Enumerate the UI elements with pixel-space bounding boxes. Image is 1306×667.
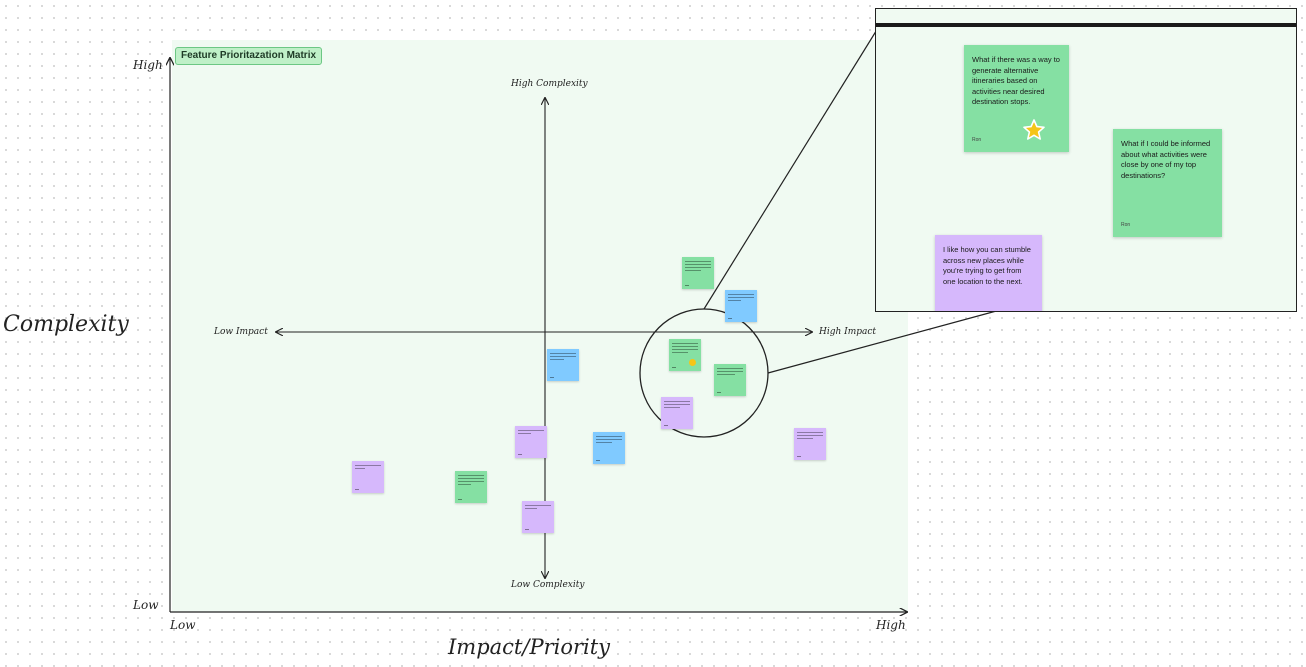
sticky-note[interactable]	[682, 257, 714, 289]
sticky-note[interactable]	[547, 349, 579, 381]
zoom-panel-header-bar	[876, 23, 1296, 27]
sticky-note[interactable]	[661, 397, 693, 429]
zoom-note-text: What if there was a way to generate alte…	[972, 55, 1060, 106]
sticky-note[interactable]	[794, 428, 826, 460]
sticky-note[interactable]	[515, 426, 547, 458]
zoom-note-3[interactable]: I like how you can stumble across new pl…	[935, 235, 1042, 311]
sticky-note[interactable]	[714, 364, 746, 396]
zoom-note-text: I like how you can stumble across new pl…	[943, 245, 1031, 286]
star-icon	[689, 359, 696, 366]
low-impact-label: Low Impact	[214, 327, 268, 337]
zoom-note-author: Ron	[972, 137, 982, 143]
zoom-note-text: What if I could be informed about what a…	[1121, 139, 1211, 180]
x-axis-low-label: Low	[170, 618, 196, 632]
frame-title[interactable]: Feature Prioritazation Matrix	[175, 47, 323, 65]
zoom-circle	[639, 308, 769, 438]
zoom-connector-top	[703, 27, 879, 310]
x-axis-high-label: High	[876, 618, 906, 632]
sticky-note[interactable]	[725, 290, 757, 322]
high-impact-label: High Impact	[819, 327, 877, 337]
y-axis-high-label: High	[133, 58, 163, 72]
zoom-panel: What if there was a way to generate alte…	[875, 8, 1297, 312]
y-axis-title: Complexity	[3, 312, 129, 337]
low-complexity-label: Low Complexity	[511, 580, 585, 590]
zoom-note-1[interactable]: What if there was a way to generate alte…	[964, 45, 1069, 152]
sticky-note[interactable]	[522, 501, 554, 533]
sticky-note[interactable]	[352, 461, 384, 493]
zoom-note-2[interactable]: What if I could be informed about what a…	[1113, 129, 1222, 237]
sticky-note[interactable]	[455, 471, 487, 503]
y-axis-low-label: Low	[133, 598, 159, 612]
sticky-note[interactable]	[593, 432, 625, 464]
zoom-note-author: Ron	[1121, 222, 1131, 228]
zoom-connector-bottom	[767, 309, 1001, 374]
high-complexity-label: High Complexity	[511, 79, 588, 89]
x-axis-title: Impact/Priority	[448, 635, 611, 659]
sticky-note[interactable]	[669, 339, 701, 371]
star-icon	[1023, 119, 1045, 140]
